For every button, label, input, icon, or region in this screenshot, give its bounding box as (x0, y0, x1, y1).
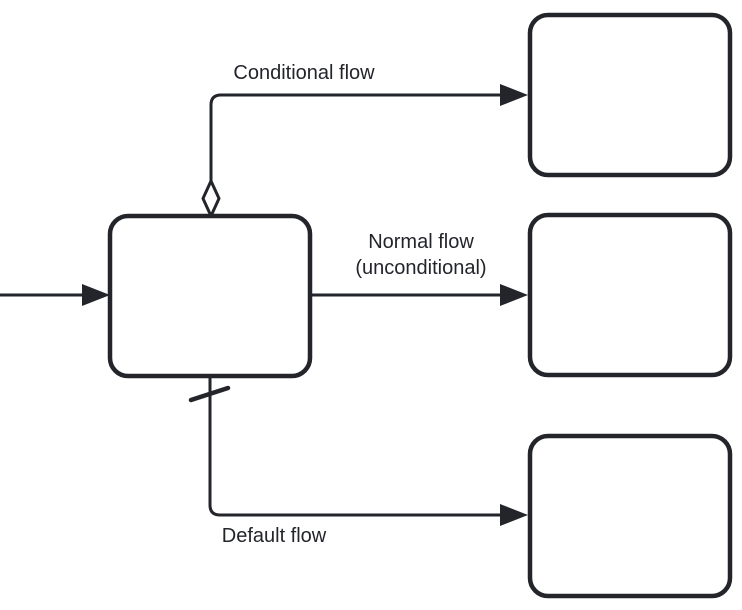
normal-flow-label-line2: (unconditional) (355, 257, 486, 279)
default-slash-icon (188, 385, 231, 403)
source-task-node (107, 213, 313, 379)
conditional-target-task-node (527, 12, 733, 178)
conditional-arrowhead-icon (500, 84, 528, 106)
normal-arrowhead-icon (500, 284, 528, 306)
default-flow-label: Default flow (222, 525, 327, 547)
normal-flow-label-line1: Normal flow (368, 231, 474, 253)
normal-target-task-node (527, 212, 733, 378)
conditional-flow-label: Conditional flow (233, 62, 375, 84)
default-flow-line (208, 378, 501, 517)
default-target-task-node (527, 433, 733, 599)
default-flow-edge: Default flow (188, 378, 528, 547)
incoming-flow-edge (0, 284, 110, 306)
conditional-flow-edge: Conditional flow (201, 62, 528, 218)
conditional-diamond-icon (201, 179, 221, 218)
default-arrowhead-icon (500, 504, 528, 526)
normal-flow-edge: Normal flow (unconditional) (312, 231, 528, 306)
conditional-flow-line (209, 93, 501, 182)
incoming-arrowhead-icon (82, 284, 110, 306)
